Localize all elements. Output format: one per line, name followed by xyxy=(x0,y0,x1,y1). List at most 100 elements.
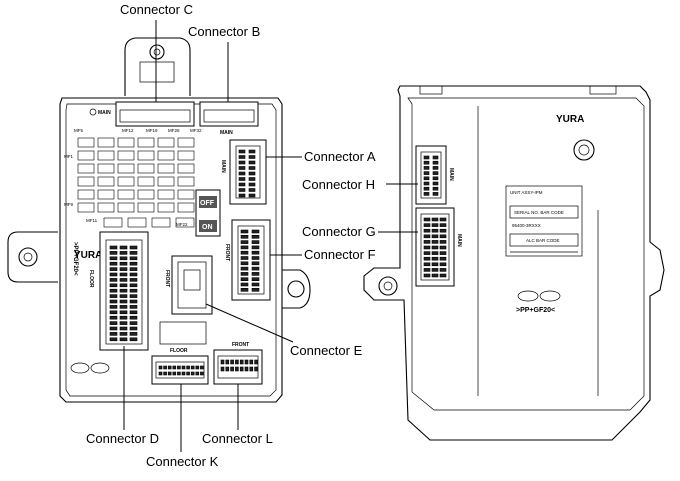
connector-pin xyxy=(119,310,128,315)
fastener-icon xyxy=(573,139,595,161)
connector-pin xyxy=(439,240,447,244)
leader-e xyxy=(205,303,294,343)
connector-pin xyxy=(248,188,256,192)
callout-connector-c: Connector C xyxy=(120,2,193,17)
connector-pin xyxy=(423,234,431,239)
connector-pin xyxy=(238,160,246,165)
connector-pin xyxy=(423,166,430,170)
callout-connector-k: Connector K xyxy=(146,454,219,469)
connector-pin xyxy=(109,283,118,288)
fuse-slot xyxy=(157,150,175,161)
rear-brand-logo-1-icon xyxy=(517,290,539,302)
connector-pin xyxy=(109,321,118,325)
connector-pin xyxy=(119,272,128,277)
unit-label-sticker: UNIT ASSY-IPM SERIAL NO. BAR CODE 95400-… xyxy=(505,185,583,257)
connector-pin xyxy=(248,166,256,170)
connector-pin xyxy=(251,287,260,292)
connector-c-housing: MAIN xyxy=(89,101,195,127)
fuse-slot xyxy=(117,137,135,148)
connector-pin xyxy=(240,277,249,282)
callout-connector-f: Connector F xyxy=(304,247,376,262)
connector-pin xyxy=(109,251,118,255)
connector-pin xyxy=(251,282,260,287)
fuse-slot xyxy=(177,189,195,200)
connector-pin xyxy=(238,182,246,187)
front-part-code-text: >PP+GF20< xyxy=(72,242,78,276)
callout-connector-b: Connector B xyxy=(188,24,260,39)
connector-k-housing: FLOOR xyxy=(151,348,209,385)
connector-pin xyxy=(439,256,447,261)
fuse-slot xyxy=(77,189,95,200)
switch-on-text: ON xyxy=(202,224,213,231)
connector-pin xyxy=(129,294,138,298)
connector-pin xyxy=(172,371,177,376)
connector-pin xyxy=(195,365,200,370)
callout-connector-a: Connector A xyxy=(304,149,376,164)
connector-pin xyxy=(129,337,138,342)
connector-pin xyxy=(109,245,118,250)
connector-pin xyxy=(240,282,249,287)
fuse-slot xyxy=(117,202,135,213)
fuse-label-mf22: MF22 xyxy=(176,222,188,227)
fuse-slot xyxy=(157,202,175,213)
connector-pin xyxy=(248,155,256,159)
connector-pin xyxy=(251,245,260,250)
fuse-slot xyxy=(175,217,195,228)
label-line-3: 95400-3RXXX xyxy=(512,223,541,228)
fuse-label-mf11: MF11 xyxy=(86,218,98,223)
fuse-slot xyxy=(97,150,115,161)
rear-view-unit: YURA MAIN MAIN UNIT ASSY-IPM SERIAL NO. … xyxy=(363,85,665,441)
callout-connector-h: Connector H xyxy=(302,177,375,192)
connector-pin xyxy=(109,305,118,309)
fuse-slot xyxy=(77,176,95,187)
connector-pin xyxy=(119,305,128,309)
connector-pin xyxy=(439,262,447,267)
connector-pin xyxy=(109,294,118,298)
fuse-slot xyxy=(177,163,195,174)
fuse-label-mf26: MF26 xyxy=(168,128,180,133)
connector-pin xyxy=(200,365,204,370)
connector-pin xyxy=(248,193,256,198)
connector-pin xyxy=(172,365,177,370)
connector-pin xyxy=(423,268,431,272)
connector-pin xyxy=(432,160,439,165)
connector-pin xyxy=(423,217,431,222)
connector-pin xyxy=(238,155,246,159)
connector-pin xyxy=(190,365,195,370)
connector-pin xyxy=(248,160,256,165)
connector-pin xyxy=(109,288,118,293)
connector-pin xyxy=(431,251,439,255)
power-switch: OFF ON xyxy=(195,189,221,237)
connector-b-housing: MAIN xyxy=(199,101,259,136)
connector-pin xyxy=(423,192,430,196)
connector-pin xyxy=(240,250,249,255)
connector-pin xyxy=(251,229,260,234)
fuse-label-mf9: MF9 xyxy=(64,202,73,207)
connector-pin xyxy=(423,186,430,191)
connector-pin xyxy=(248,182,256,187)
connector-pin xyxy=(423,240,431,244)
fuse-grid xyxy=(77,137,195,228)
fuse-slot xyxy=(97,202,115,213)
fuse-slot xyxy=(151,217,171,228)
connector-k-floor-text: FLOOR xyxy=(170,348,188,354)
connector-pin xyxy=(109,310,118,315)
connector-pin xyxy=(254,359,258,365)
connector-l-housing: FRONT xyxy=(213,342,263,385)
connector-pin xyxy=(432,181,439,186)
connector-pin xyxy=(109,267,118,271)
callout-connector-e: Connector E xyxy=(290,343,363,358)
connector-pin xyxy=(119,332,128,336)
fuse-slot xyxy=(117,163,135,174)
connector-pin xyxy=(220,359,225,365)
connector-a-housing: MAIN xyxy=(220,139,267,205)
connector-pin xyxy=(225,366,230,372)
connector-pin xyxy=(439,234,447,239)
connector-pin xyxy=(109,256,118,261)
connector-pin xyxy=(423,273,431,278)
connector-f-housing: FRONT xyxy=(224,219,271,301)
connector-pin xyxy=(423,223,431,227)
connector-e-housing: FRONT xyxy=(164,255,213,315)
